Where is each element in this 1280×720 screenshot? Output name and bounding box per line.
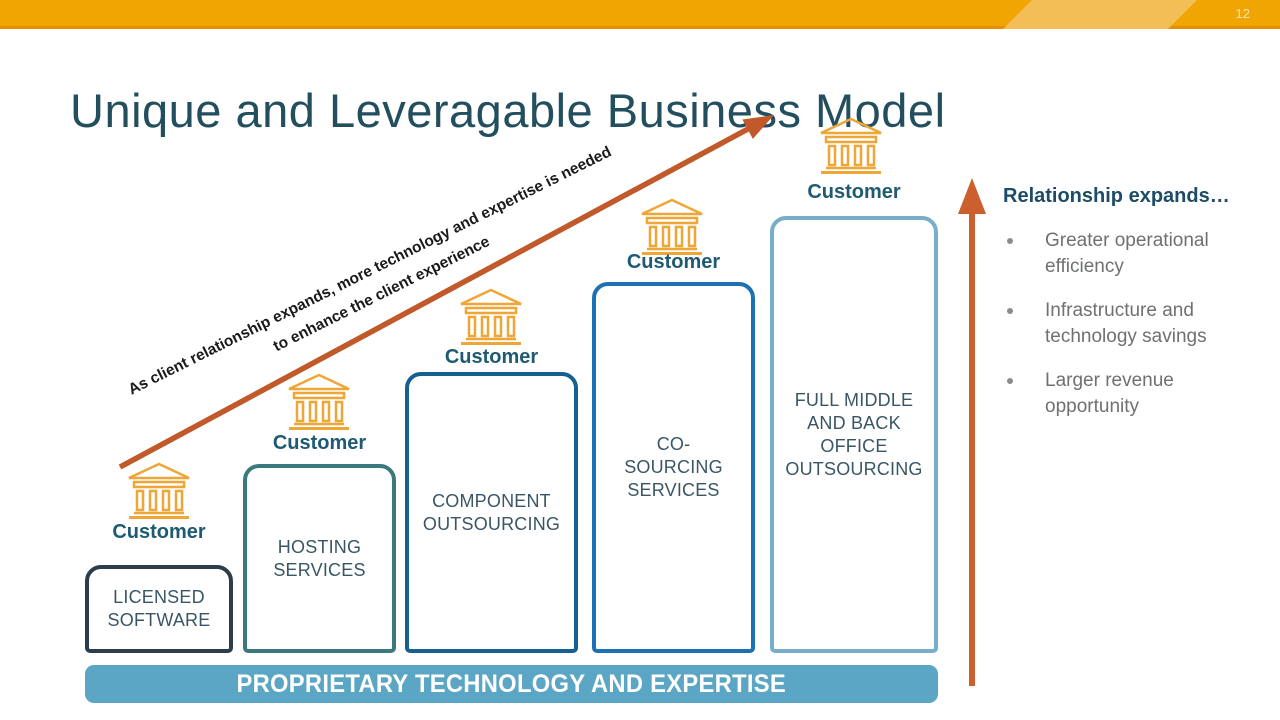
bank-building-icon <box>288 373 350 430</box>
service-label: FULL MIDDLE AND BACK OFFICE OUTSOURCING <box>785 389 923 479</box>
top-accent-bar <box>0 0 1280 29</box>
bank-building-icon <box>128 462 190 519</box>
service-label: CO- SOURCING SERVICES <box>624 434 723 500</box>
relationship-expands-heading: Relationship expands… <box>1003 185 1230 207</box>
proprietary-technology-banner: PROPRIETARY TECHNOLOGY AND EXPERTISE <box>85 665 938 703</box>
page-number: 12 <box>1235 6 1250 21</box>
bank-building-icon <box>641 198 703 255</box>
service-box: COMPONENT OUTSOURCING <box>405 372 578 653</box>
service-label: LICENSED SOFTWARE <box>107 587 211 630</box>
expansion-arrow-icon <box>958 178 986 686</box>
top-bar-underline <box>0 26 1280 29</box>
diagonal-arrow-caption: As client relationship expands, more tec… <box>69 112 683 453</box>
page-title: Unique and Leveragable Business Model <box>70 84 946 138</box>
service-label: HOSTING SERVICES <box>273 536 366 580</box>
banner-label: PROPRIETARY TECHNOLOGY AND EXPERTISE <box>236 669 787 698</box>
service-box: CO- SOURCING SERVICES <box>592 282 755 653</box>
customer-label: Customer <box>112 521 206 543</box>
benefit-item: Infrastructure and technology savings <box>1003 298 1268 350</box>
service-box: FULL MIDDLE AND BACK OFFICE OUTSOURCING <box>770 216 938 653</box>
benefit-list: Greater operational efficiency Infrastru… <box>1003 228 1268 438</box>
service-box: LICENSED SOFTWARE <box>85 565 233 653</box>
service-box: HOSTING SERVICES <box>243 464 396 653</box>
customer-label: Customer <box>272 432 367 454</box>
customer-label: Customer <box>626 251 721 273</box>
service-label: COMPONENT OUTSOURCING <box>422 490 561 534</box>
customer-label: Customer <box>444 346 539 368</box>
top-bar-light-band <box>1003 0 1197 29</box>
benefit-item: Greater operational efficiency <box>1003 228 1268 280</box>
bank-building-icon <box>460 288 522 345</box>
benefit-item: Larger revenue opportunity <box>1003 368 1268 420</box>
customer-label: Customer <box>807 181 901 203</box>
bank-building-icon <box>820 117 882 174</box>
